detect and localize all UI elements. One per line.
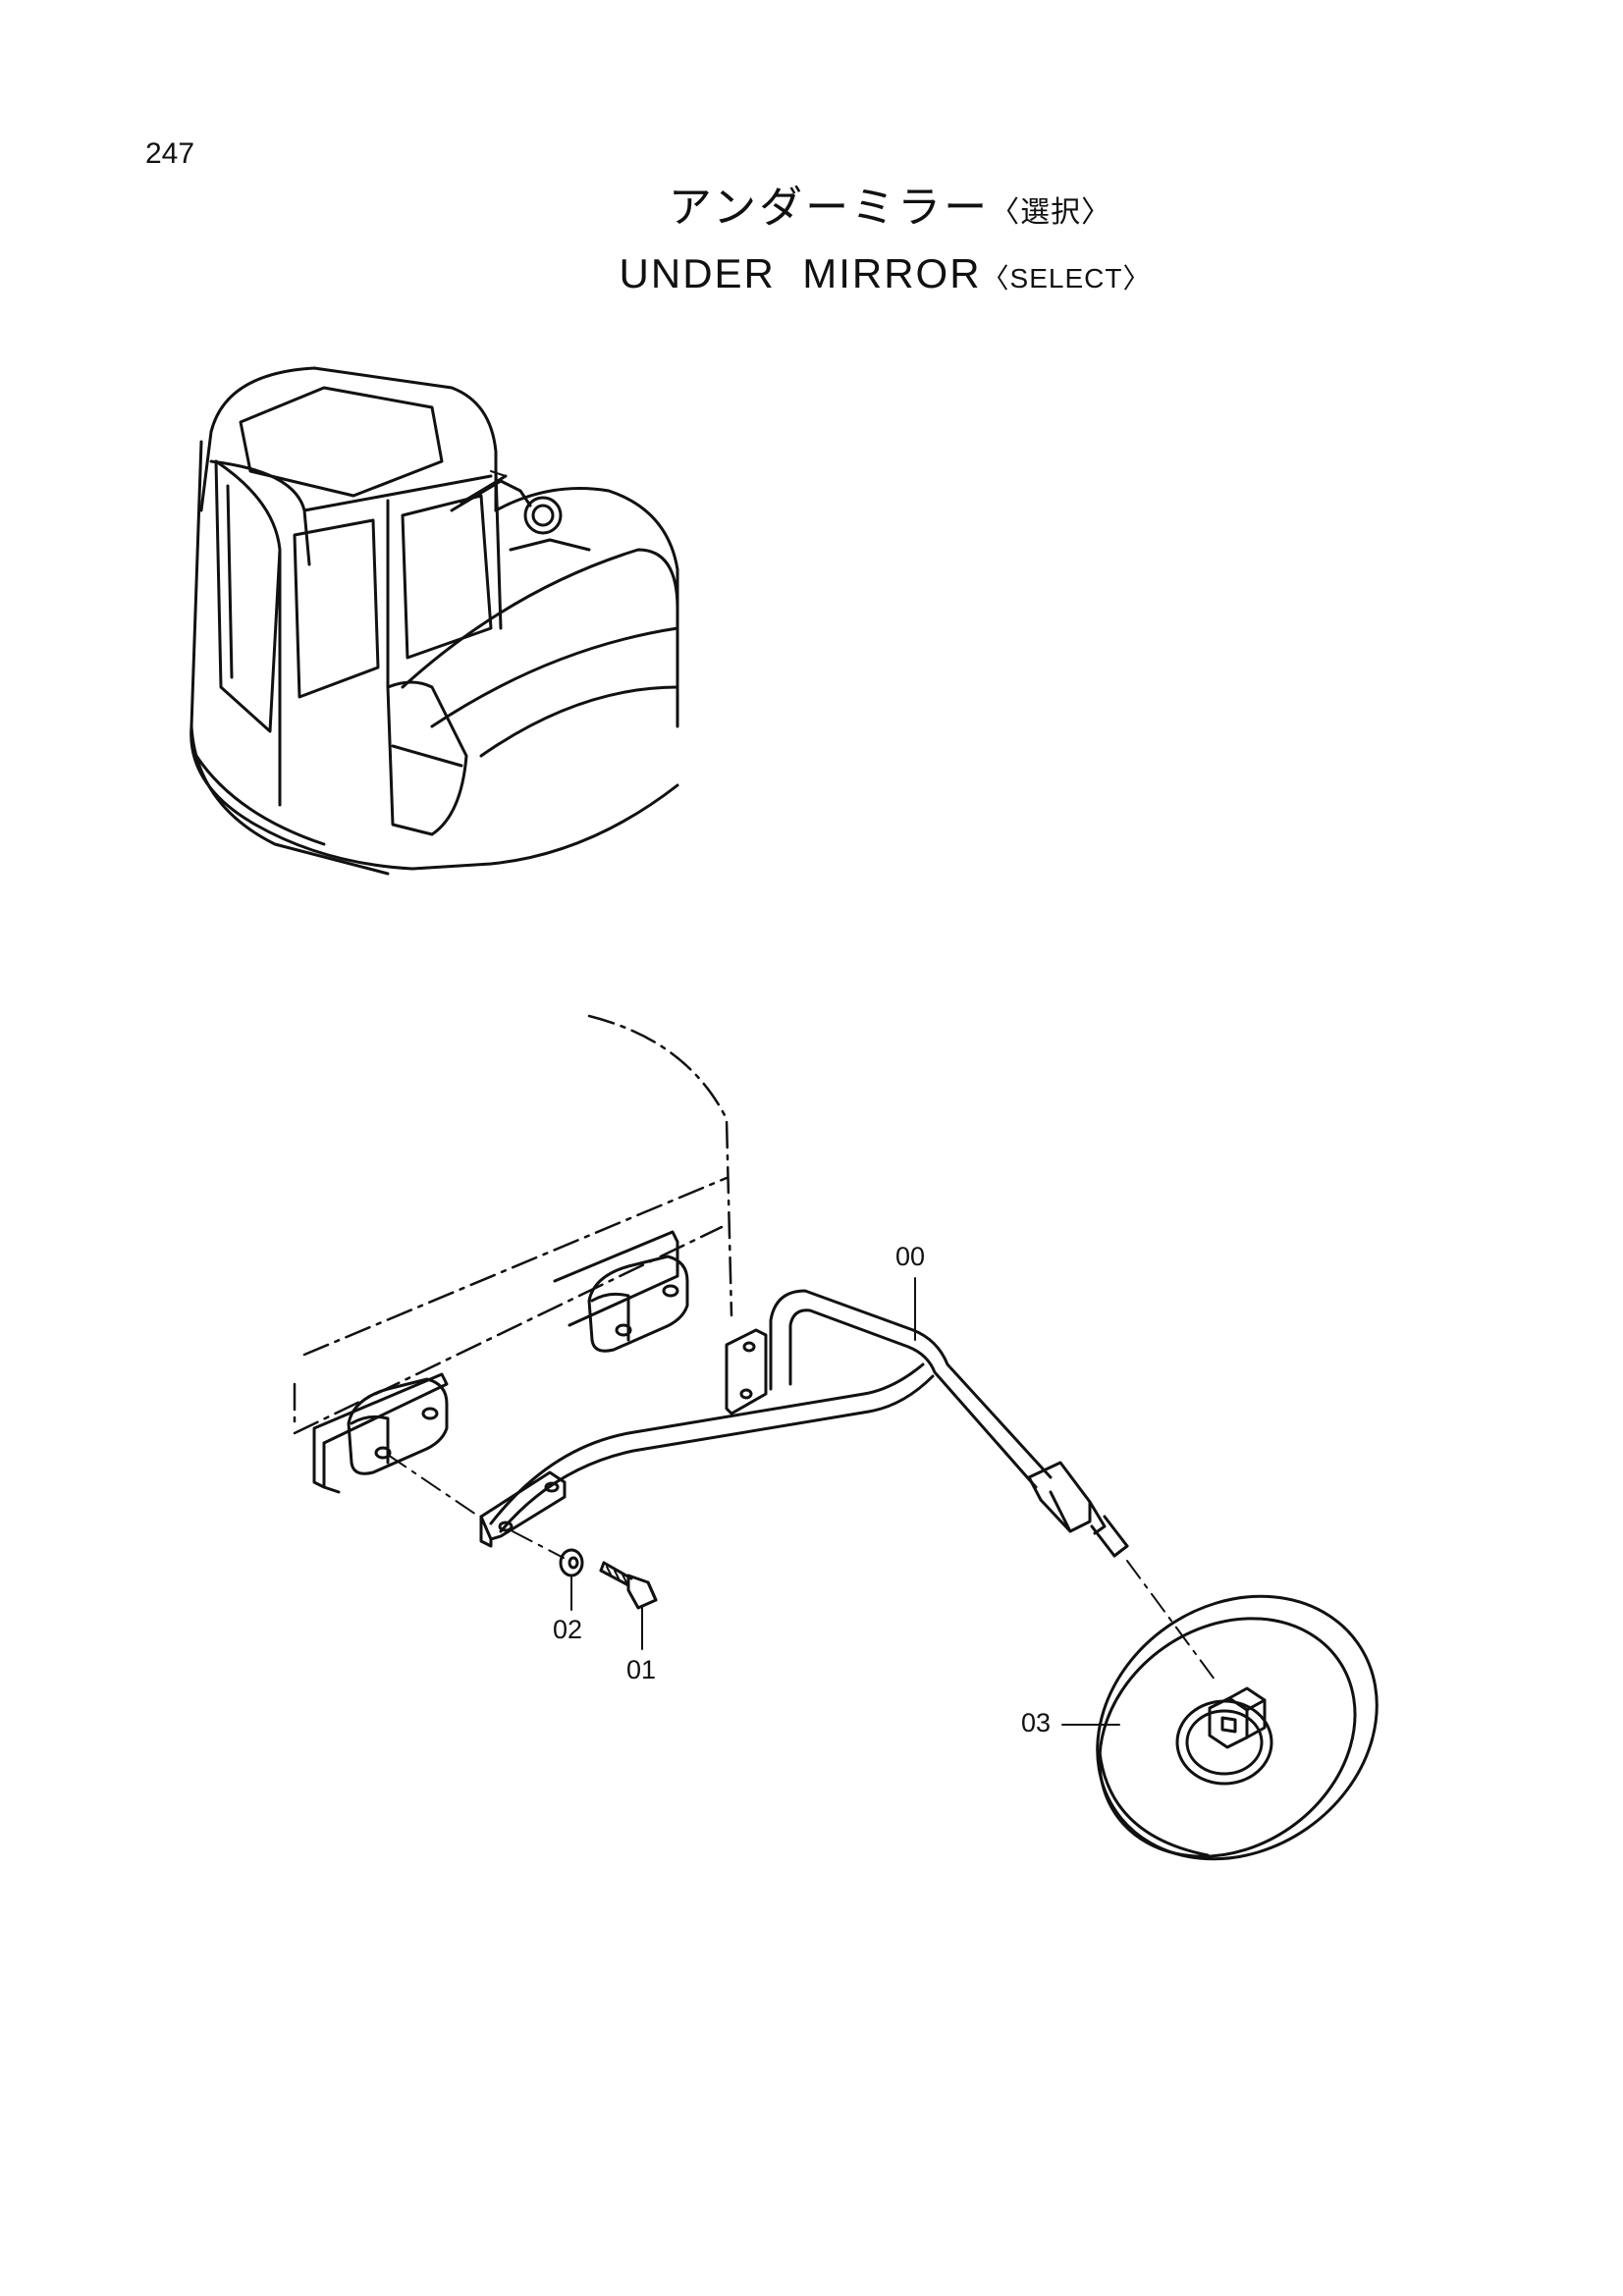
- callout-01-bolt: 01: [626, 1655, 657, 1684]
- mounting-brackets: [312, 1230, 689, 1494]
- callout-03-mirror: 03: [1021, 1708, 1052, 1737]
- leader-lines: [570, 1277, 1120, 1726]
- mirror-part: [1096, 1594, 1379, 1861]
- washer-part: [559, 1548, 584, 1577]
- page-number: 247: [145, 137, 195, 170]
- title-english-text: UNDER MIRROR: [619, 250, 982, 296]
- excavator-overview-illustration: [189, 366, 679, 876]
- callout-02-washer: 02: [553, 1615, 583, 1644]
- title-japanese-text: アンダーミラー: [668, 183, 991, 233]
- callout-00-mirror-stay: 00: [895, 1242, 926, 1271]
- assembly-center-lines: [387, 1454, 1218, 1684]
- mirror-stay-part: [479, 1289, 1129, 1558]
- title-japanese: アンダーミラー〈選択〉: [0, 177, 1623, 244]
- bolt-part: [599, 1561, 658, 1610]
- title-japanese-qualifier: 〈選択〉: [990, 195, 1112, 230]
- title-english-qualifier: 〈SELECT〉: [981, 263, 1152, 294]
- machine-body-outline: [293, 1014, 733, 1435]
- title-english: UNDER MIRROR〈SELECT〉: [0, 244, 1623, 308]
- title-block: アンダーミラー〈選択〉 UNDER MIRROR〈SELECT〉: [0, 177, 1623, 308]
